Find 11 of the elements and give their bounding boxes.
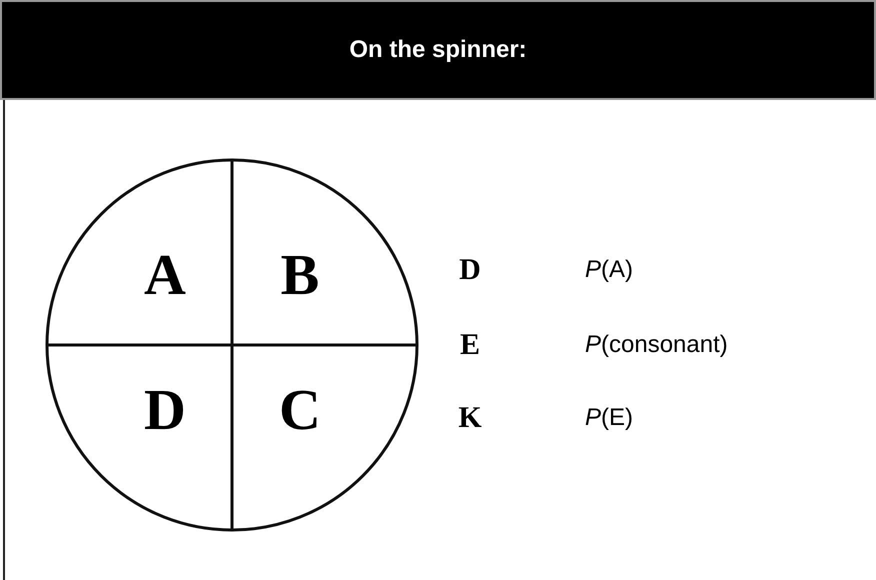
answer-letter: E <box>460 330 480 360</box>
answer-letter: K <box>458 403 482 433</box>
title: On the spinner: <box>349 35 527 65</box>
probability-question: P(E) <box>585 406 634 430</box>
answer-letter: D <box>459 255 481 285</box>
spinner-letter: B <box>280 246 320 304</box>
probability-question: P(consonant) <box>585 333 728 357</box>
spinner-letter: C <box>279 381 321 439</box>
probability-question: P(A) <box>585 258 634 282</box>
spinner-letter: D <box>144 381 186 439</box>
spinner-letter: A <box>144 246 186 304</box>
